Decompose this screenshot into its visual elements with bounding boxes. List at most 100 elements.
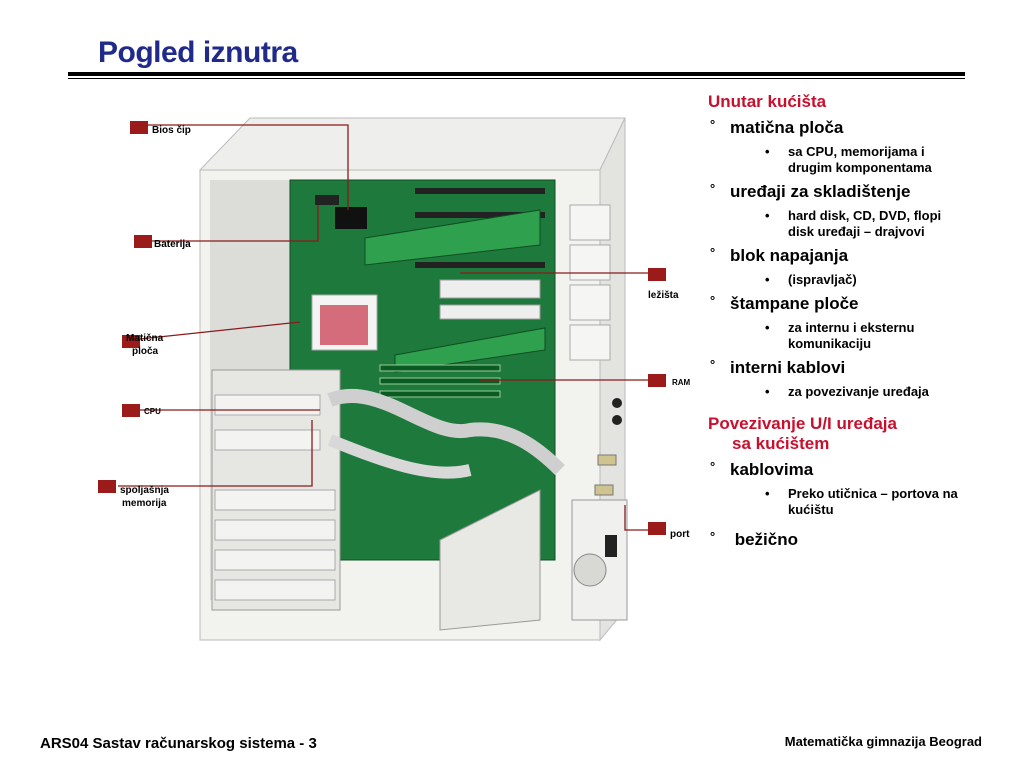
drive-bay-5 xyxy=(214,549,336,571)
title-rule-thick xyxy=(68,72,965,76)
outline-item-text: bežično xyxy=(730,530,799,549)
title-rule-thin xyxy=(68,78,965,79)
callout-marker-port xyxy=(648,522,666,535)
slot-1 xyxy=(415,188,545,194)
outline-subitem-text: za povezivanje uređaja xyxy=(788,384,929,399)
port-2 xyxy=(594,484,614,496)
expansion-card-3 xyxy=(439,304,541,320)
bios-chip xyxy=(335,207,367,229)
callout-marker-cpu xyxy=(122,404,140,417)
outline-subitem-text: za internu i eksternu komunikaciju xyxy=(788,320,915,351)
content-outline: Unutar kućišta ° matična ploča • sa CPU, m… xyxy=(708,92,1008,550)
drive-bay-2 xyxy=(214,429,321,451)
label-ram: RAM xyxy=(672,378,691,387)
callout-marker-maticna xyxy=(122,335,140,348)
slot-2 xyxy=(415,212,545,218)
outline-item-text: štampane ploče xyxy=(730,294,859,313)
port-1 xyxy=(597,454,617,466)
power-supply xyxy=(439,489,541,631)
label-cpu: CPU xyxy=(144,407,161,416)
drive-bay-3 xyxy=(214,489,336,511)
front-bay-4 xyxy=(569,324,611,361)
audio-jack-1 xyxy=(612,398,622,408)
expansion-card-1 xyxy=(364,209,541,266)
label-bios: Bios čip xyxy=(152,125,191,136)
outline-subitem: • hard disk, CD, DVD, flopi disk uređaji … xyxy=(708,208,958,240)
footer-course: ARS04 Sastav računarskog sistema - 3 xyxy=(40,735,317,752)
label-port: port xyxy=(670,529,690,540)
bullet-mark: ° xyxy=(710,459,716,474)
callout-marker-bios xyxy=(130,121,148,134)
label-maticna-line2: ploča xyxy=(132,346,159,357)
outline-item-text: matična ploča xyxy=(730,118,844,137)
bullet-mark: ° xyxy=(710,117,716,132)
bullet-dot: • xyxy=(765,144,770,159)
bullet-dot: • xyxy=(765,384,770,399)
battery xyxy=(315,195,339,205)
outline-item-psu: ° blok napajanja xyxy=(708,245,1008,266)
ram-stick-3 xyxy=(379,390,501,398)
ram-stick-1 xyxy=(379,364,501,372)
outline-item-cables: ° interni kablovi xyxy=(708,357,1008,378)
outline-item-text: blok napajanja xyxy=(730,246,849,265)
outline-item-storage: ° uređaji za skladištenje xyxy=(708,181,1008,202)
outline-subitem: • Preko utičnica – portova na kućištu xyxy=(708,486,958,518)
section-heading-io-line2: sa kućištem xyxy=(732,434,830,453)
psu-switch xyxy=(605,535,617,557)
outline-item-wireless: ° bežično xyxy=(708,529,1008,550)
bullet-mark: ° xyxy=(710,181,716,196)
outline-item-text: kablovima xyxy=(730,460,814,479)
outline-subitem-text: sa CPU, memorijama i drugim komponentama xyxy=(788,144,932,175)
outline-subitem: • za internu i eksternu komunikaciju xyxy=(708,320,958,352)
section-heading-io-line1: Povezivanje U/I uređaja xyxy=(708,414,897,433)
label-spoljasnja-line2: memorija xyxy=(122,498,167,509)
slot-3 xyxy=(415,262,545,268)
front-bay-1 xyxy=(569,204,611,241)
callout-marker-spoljasnja xyxy=(98,480,116,493)
drive-bay-1 xyxy=(214,394,321,416)
outline-item-motherboard: ° matična ploča xyxy=(708,117,1008,138)
label-baterija: Baterija xyxy=(154,239,191,250)
callout-marker-ram xyxy=(648,374,666,387)
outline-subitem: • za povezivanje uređaja xyxy=(708,384,958,400)
outline-subitem-text: hard disk, CD, DVD, flopi disk uređaji –… xyxy=(788,208,942,239)
expansion-card-2 xyxy=(439,279,541,299)
drive-bay-4 xyxy=(214,519,336,541)
section-heading-inside: Unutar kućišta xyxy=(708,92,827,111)
page-title: Pogled iznutra xyxy=(98,36,298,69)
ram-stick-2 xyxy=(379,377,501,385)
callout-marker-lezista xyxy=(648,268,666,281)
outline-subitem: • (ispravljač) xyxy=(708,272,958,288)
bullet-dot: • xyxy=(765,320,770,335)
label-spoljasnja-line1: spoljašnja xyxy=(120,485,169,496)
case-top xyxy=(198,117,626,171)
ribbon-cable-2 xyxy=(327,434,472,479)
bullet-dot: • xyxy=(765,272,770,287)
footer-school: Matematička gimnazija Beograd xyxy=(784,734,982,749)
outline-item-boards: ° štampane ploče xyxy=(708,293,1008,314)
label-maticna-line1: Matična xyxy=(126,333,164,344)
outline-item-wired: ° kablovima xyxy=(708,459,1008,480)
label-lezista: ležišta xyxy=(648,290,679,301)
outline-subitem: • sa CPU, memorijama i drugim komponentam… xyxy=(708,144,958,176)
bullet-dot: • xyxy=(765,486,770,501)
bullet-dot: • xyxy=(765,208,770,223)
outline-subitem-text: (ispravljač) xyxy=(788,272,857,287)
bullet-mark: ° xyxy=(710,245,716,260)
callout-lines xyxy=(118,124,648,531)
bullet-mark: ° xyxy=(710,357,716,372)
pc-case-illustration: Bios čip Baterija Matična ploča CPU spol… xyxy=(98,117,691,642)
front-bay-3 xyxy=(569,284,611,321)
bullet-mark: ° xyxy=(710,529,716,544)
psu-fan xyxy=(573,553,607,587)
outline-item-text: interni kablovi xyxy=(730,358,846,377)
bullet-mark: ° xyxy=(710,293,716,308)
outline-item-text: uređaji za skladištenje xyxy=(730,182,911,201)
front-bay-2 xyxy=(569,244,611,281)
drive-bay-6 xyxy=(214,579,336,601)
ribbon-cable-1 xyxy=(327,388,565,475)
cpu-grid xyxy=(320,305,368,345)
audio-jack-2 xyxy=(612,415,622,425)
callout-marker-baterija xyxy=(134,235,152,248)
outline-subitem-text: Preko utičnica – portova na kućištu xyxy=(788,486,958,517)
